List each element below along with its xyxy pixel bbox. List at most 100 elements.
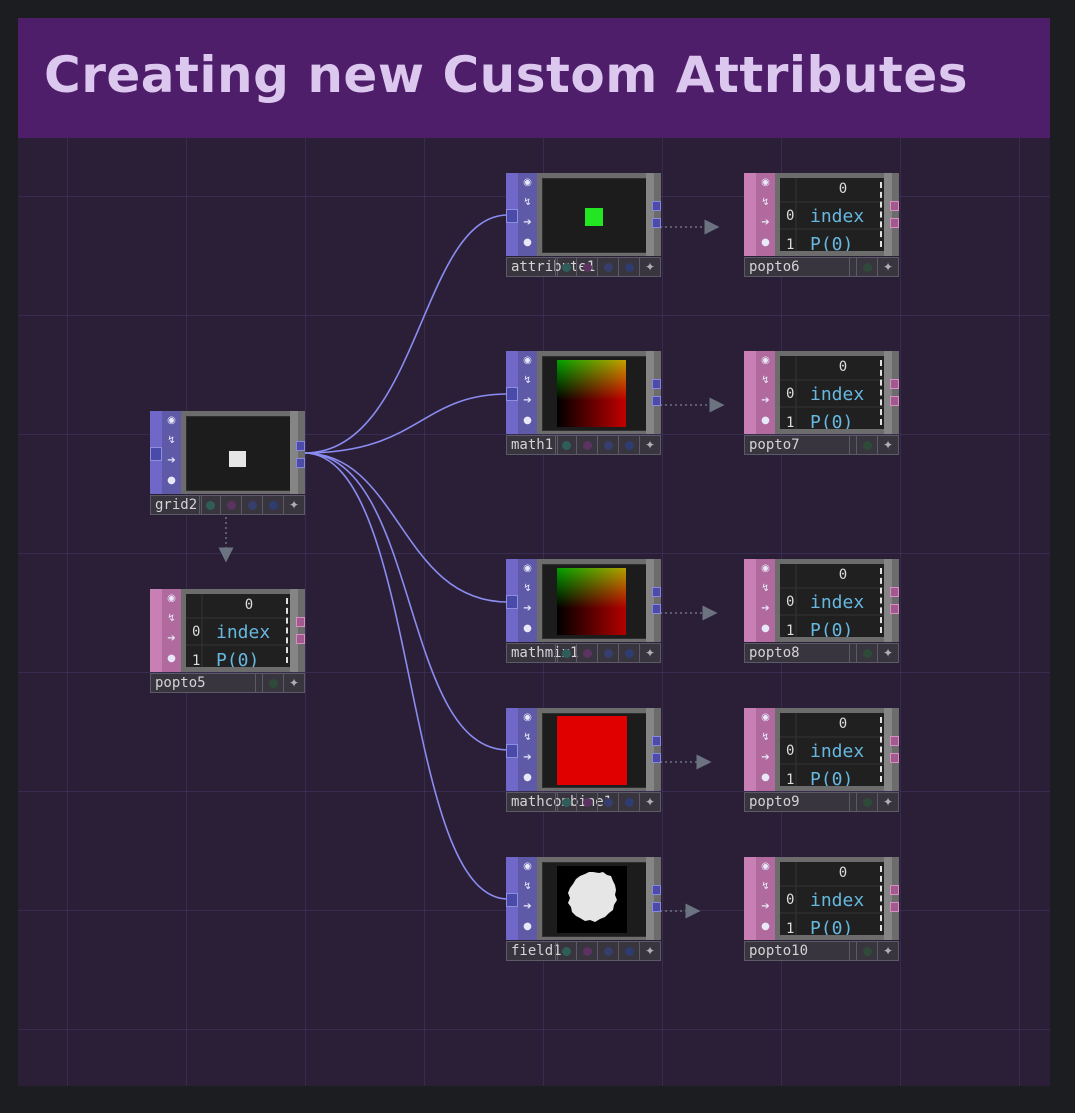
display-icon[interactable]: ➔ [761,217,770,228]
flag-button[interactable] [618,793,639,811]
node-table-viewer[interactable]: 0 0 index 1 P(0) [780,862,884,935]
display-icon[interactable]: ➔ [523,752,532,763]
lock-icon[interactable]: ● [523,237,532,248]
wire-grid2-attribute1[interactable] [303,214,509,454]
wire-grid2-mathmix1[interactable] [303,452,509,603]
node-table-viewer[interactable]: 0 0 index 1 P(0) [780,356,884,429]
viewer-icon[interactable]: ◉ [523,355,532,366]
node-popto6[interactable]: ◉ ↯ ➔ ● 0 0 index 1 P(0) popto6 ✦ [744,173,899,281]
bypass-icon[interactable]: ↯ [761,375,770,386]
display-icon[interactable]: ➔ [167,455,176,466]
pin-icon[interactable]: ✦ [639,644,660,662]
flag-button[interactable] [576,436,597,454]
flag-button[interactable] [618,258,639,276]
flag-button[interactable] [241,496,262,514]
output-port[interactable] [890,885,899,895]
name-box[interactable]: popto5 [151,674,256,692]
display-icon[interactable]: ➔ [523,603,532,614]
name-box[interactable]: popto8 [745,644,850,662]
flag-button[interactable] [576,793,597,811]
node-table-viewer[interactable]: 0 0 index 1 P(0) [780,178,884,251]
node-popto5[interactable]: ◉ ↯ ➔ ● 0 0 index 1 P(0) popto5 ✦ [150,589,305,697]
flag-button[interactable] [555,436,576,454]
flag-button[interactable] [597,942,618,960]
viewer-icon[interactable]: ◉ [523,861,532,872]
pin-icon[interactable]: ✦ [877,942,898,960]
output-port[interactable] [296,458,305,468]
node-popto10[interactable]: ◉ ↯ ➔ ● 0 0 index 1 P(0) popto10 ✦ [744,857,899,965]
output-port[interactable] [652,379,661,389]
output-port[interactable] [890,736,899,746]
flag-button[interactable] [576,644,597,662]
node-viewer[interactable] [542,356,648,431]
bypass-icon[interactable]: ↯ [523,732,532,743]
name-box[interactable]: popto7 [745,436,850,454]
node-popto9[interactable]: ◉ ↯ ➔ ● 0 0 index 1 P(0) popto9 ✦ [744,708,899,816]
flag-button[interactable] [220,496,241,514]
node-table-viewer[interactable]: 0 0 index 1 P(0) [780,564,884,637]
flag-button[interactable] [576,942,597,960]
flag-button[interactable] [555,644,576,662]
lock-icon[interactable]: ● [761,623,770,634]
bypass-icon[interactable]: ↯ [523,881,532,892]
bypass-icon[interactable]: ↯ [761,583,770,594]
display-icon[interactable]: ➔ [761,603,770,614]
flag-button[interactable] [576,258,597,276]
output-port[interactable] [652,736,661,746]
display-icon[interactable]: ➔ [523,901,532,912]
display-icon[interactable]: ➔ [761,395,770,406]
bypass-icon[interactable]: ↯ [167,435,176,446]
display-icon[interactable]: ➔ [167,633,176,644]
output-port[interactable] [890,201,899,211]
output-port[interactable] [652,218,661,228]
flag-button[interactable] [555,793,576,811]
output-port[interactable] [652,396,661,406]
output-port[interactable] [652,885,661,895]
node-table-viewer[interactable]: 0 0 index 1 P(0) [186,594,290,667]
name-box[interactable]: attribute1 [507,258,595,276]
node-popto7[interactable]: ◉ ↯ ➔ ● 0 0 index 1 P(0) popto7 ✦ [744,351,899,459]
viewer-icon[interactable]: ◉ [523,712,532,723]
name-box[interactable]: mathcombine1 [507,793,612,811]
bypass-icon[interactable]: ↯ [523,375,532,386]
node-viewer[interactable] [542,713,648,788]
output-port[interactable] [890,218,899,228]
output-port[interactable] [652,201,661,211]
lock-icon[interactable]: ● [523,415,532,426]
output-port[interactable] [296,634,305,644]
pin-icon[interactable]: ✦ [639,436,660,454]
flag-button[interactable] [262,674,283,692]
flag-button[interactable] [856,644,877,662]
name-box[interactable]: mathmix1 [507,644,578,662]
node-viewer[interactable] [542,178,648,253]
flag-button[interactable] [856,436,877,454]
pin-icon[interactable]: ✦ [283,496,304,514]
wire-grid2-mathcombine1[interactable] [303,452,509,751]
flag-button[interactable] [856,258,877,276]
node-viewer[interactable] [186,416,292,491]
lock-icon[interactable]: ● [761,237,770,248]
name-box[interactable]: popto9 [745,793,850,811]
name-box[interactable]: grid2 [151,496,202,514]
node-mathmix1[interactable]: ◉ ↯ ➔ ● mathmix1 [506,559,661,667]
flag-button[interactable] [199,496,220,514]
output-port[interactable] [890,902,899,912]
viewer-icon[interactable]: ◉ [761,563,770,574]
lock-icon[interactable]: ● [761,415,770,426]
flag-button[interactable] [597,258,618,276]
node-math1[interactable]: ◉ ↯ ➔ ● math1 ✦ [506,351,661,459]
bypass-icon[interactable]: ↯ [761,881,770,892]
output-port[interactable] [652,587,661,597]
flag-button[interactable] [597,644,618,662]
input-port[interactable] [150,447,162,461]
output-port[interactable] [652,902,661,912]
viewer-icon[interactable]: ◉ [761,177,770,188]
viewer-icon[interactable]: ◉ [761,861,770,872]
output-port[interactable] [890,587,899,597]
flag-button[interactable] [555,942,576,960]
output-port[interactable] [296,617,305,627]
flag-button[interactable] [618,436,639,454]
name-box[interactable]: popto10 [745,942,850,960]
node-viewer[interactable] [542,862,648,937]
wire-grid2-field1[interactable] [303,452,509,900]
